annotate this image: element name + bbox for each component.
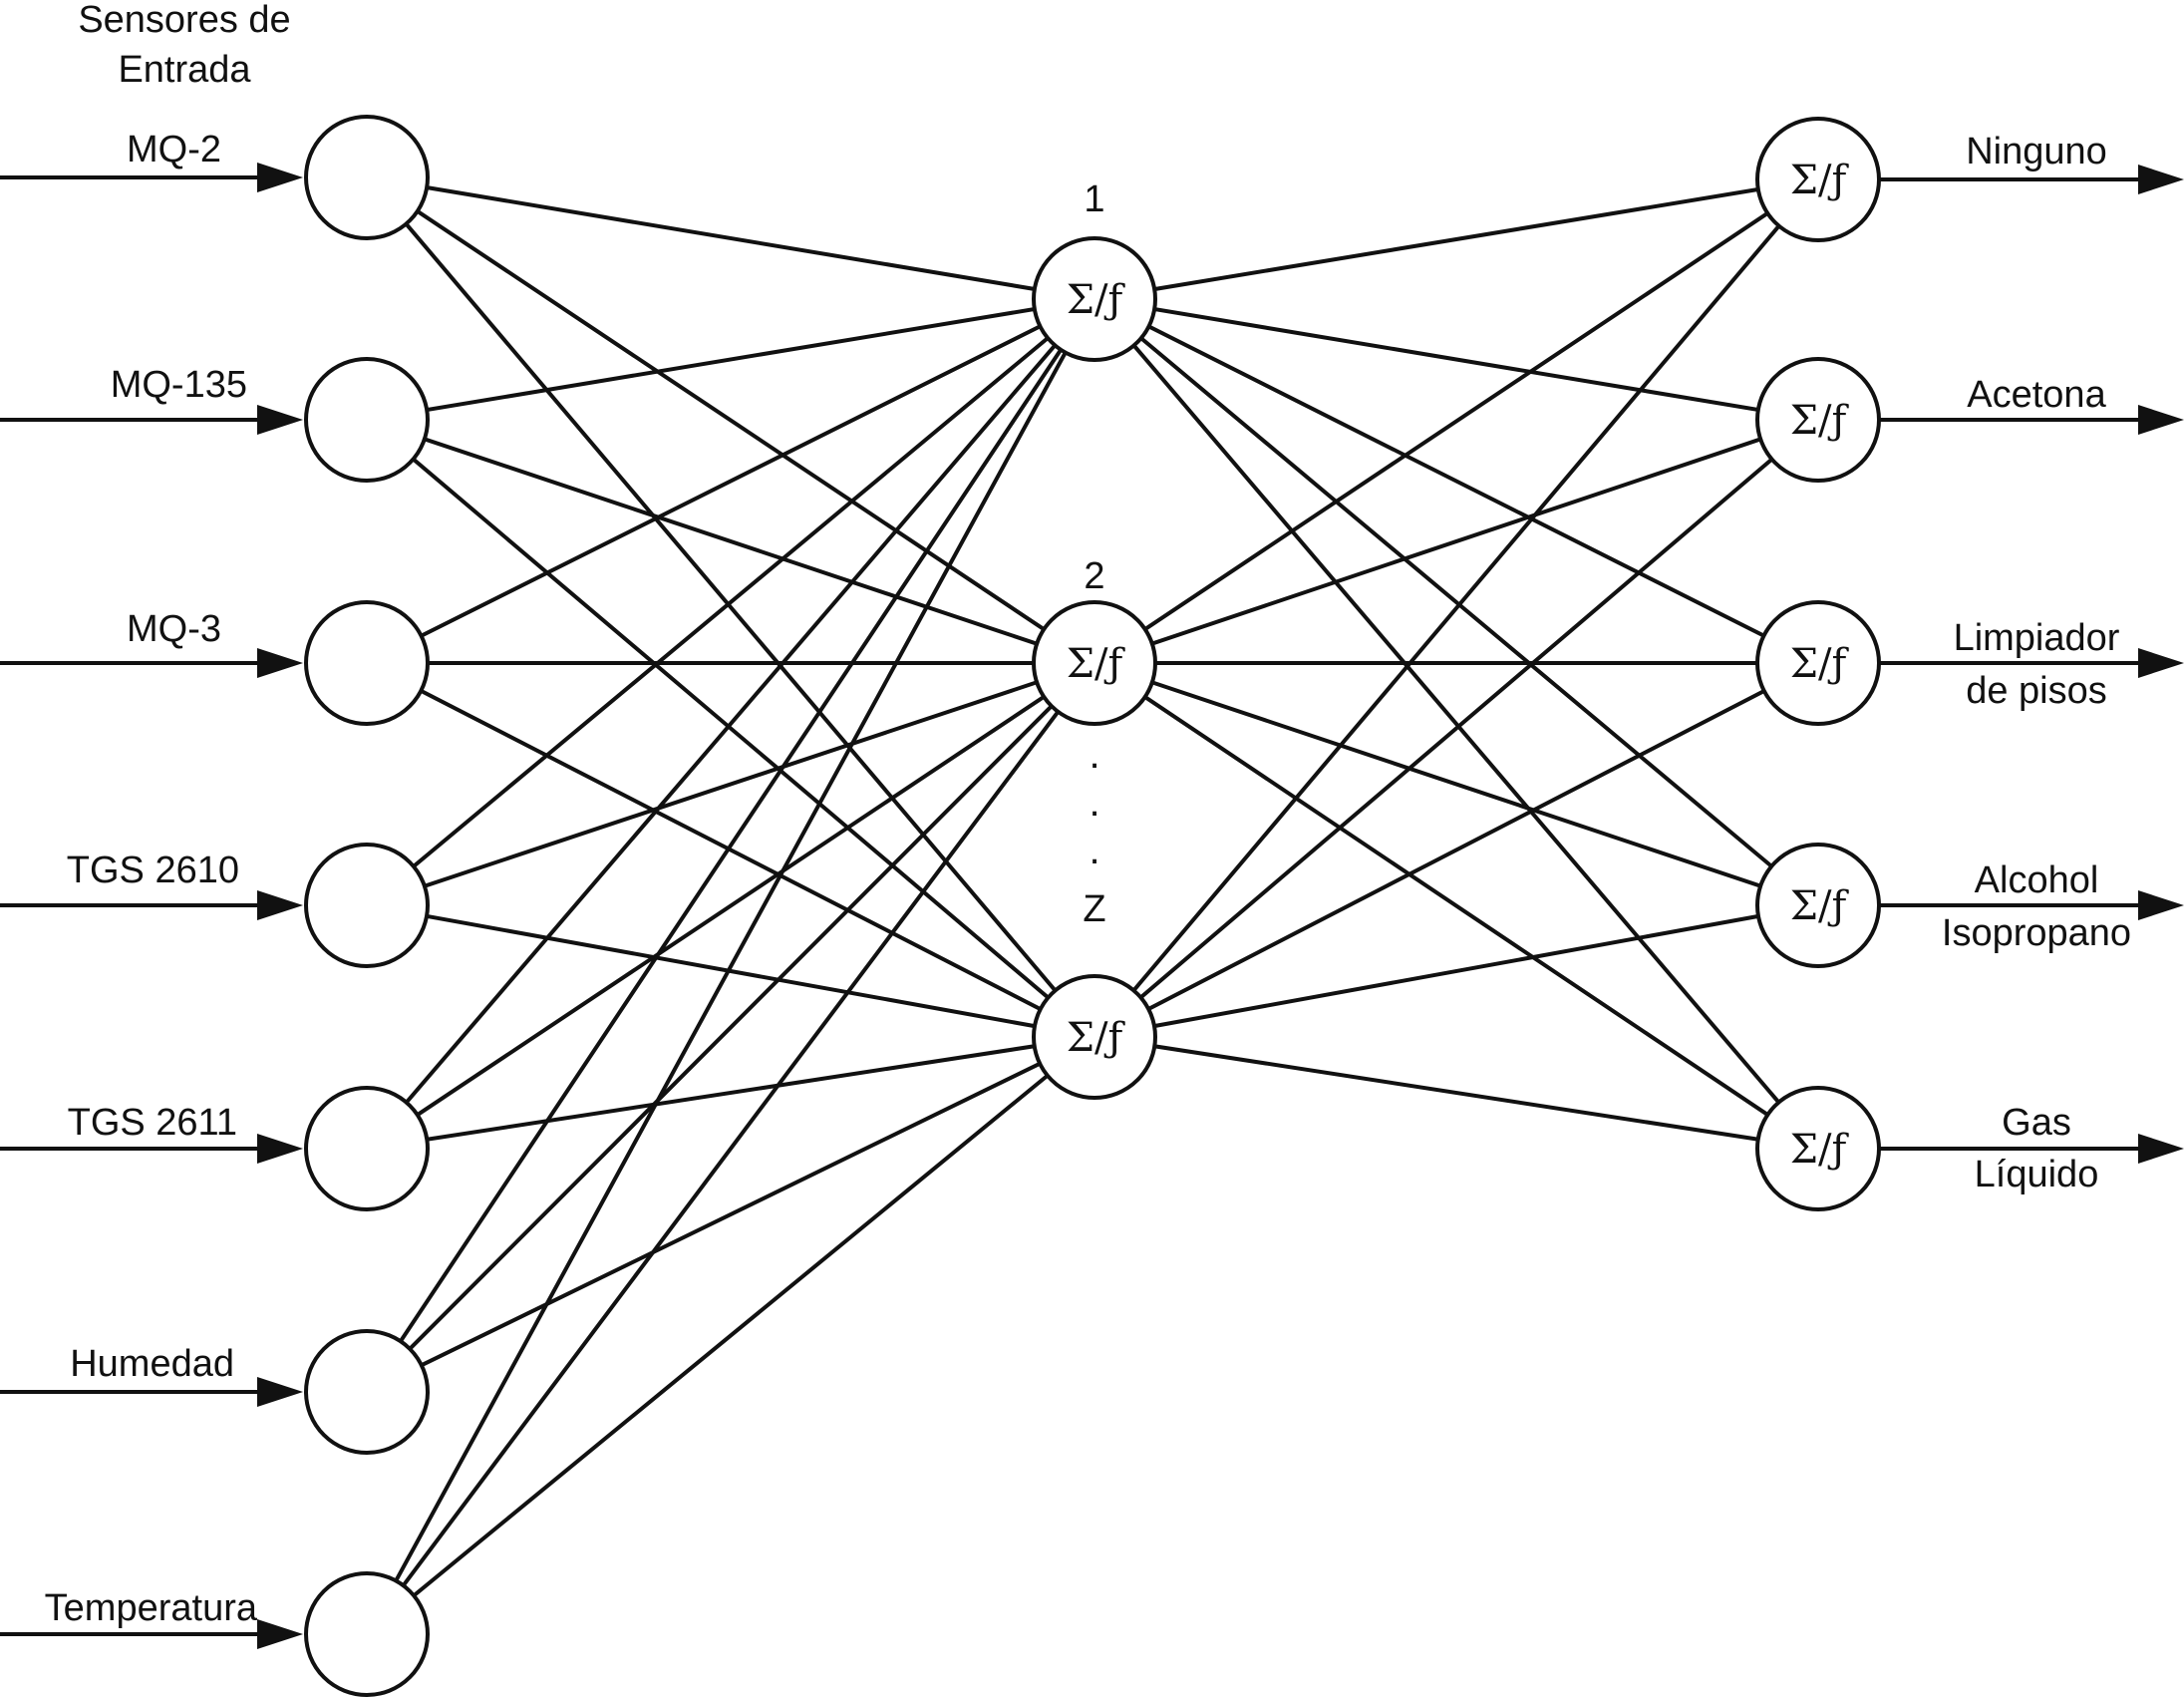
input-node-5 — [304, 1086, 430, 1211]
connection-input4-hidden2 — [366, 661, 1095, 907]
connection-hidden2-output1 — [1092, 177, 1820, 665]
output-node-symbol: Σ/ƒ — [1790, 641, 1850, 687]
input-arrowhead-icon — [257, 1134, 303, 1164]
connection-hidden3-output2 — [1092, 418, 1820, 1039]
input-label: Humedad — [70, 1343, 234, 1385]
output-arrowhead-icon — [2138, 165, 2184, 194]
connection-input1-hidden3 — [365, 175, 1096, 1039]
output-node-symbol: Σ/ƒ — [1790, 158, 1850, 203]
output-node-5 — [1755, 1086, 1881, 1211]
connection-input3-hidden1 — [366, 297, 1095, 665]
output-label: Acetona — [1967, 374, 2106, 416]
output-label: Limpiador — [1954, 617, 2120, 659]
connection-input7-hidden2 — [365, 661, 1096, 1636]
input-label: TGS 2611 — [68, 1102, 237, 1144]
output-label: Isopropano — [1942, 912, 2131, 954]
input-label: TGS 2610 — [67, 849, 239, 891]
connection-hidden2-output4 — [1093, 661, 1819, 907]
output-node-1 — [1755, 117, 1881, 242]
connection-input7-hidden3 — [365, 1035, 1096, 1636]
connection-hidden2-output5 — [1092, 661, 1820, 1151]
hidden-node-1 — [1032, 236, 1157, 362]
hidden-node-3 — [1032, 974, 1157, 1100]
input-arrowhead-icon — [257, 1619, 303, 1649]
connection-input4-hidden3 — [366, 903, 1095, 1039]
nodes: Σ/ƒΣ/ƒΣ/ƒΣ/ƒΣ/ƒΣ/ƒΣ/ƒΣ/ƒ — [304, 115, 1881, 1697]
connection-input4-hidden1 — [365, 297, 1096, 907]
ellipsis-dot: . — [1089, 781, 1099, 825]
connection-hidden1-output5 — [1092, 297, 1820, 1151]
output-label: Alcohol — [1975, 859, 2099, 901]
input-arrowhead-icon — [257, 648, 303, 678]
input-arrowhead-icon — [257, 163, 303, 192]
connection-input2-hidden2 — [366, 418, 1095, 665]
hidden-index-label: 1 — [1084, 178, 1104, 220]
hidden-index-label: Z — [1083, 888, 1105, 930]
output-node-symbol: Σ/ƒ — [1790, 398, 1850, 444]
input-arrowhead-icon — [257, 1377, 303, 1407]
output-label: Gas — [2002, 1102, 2071, 1144]
input-header-line2: Entrada — [118, 49, 251, 91]
connection-hidden3-output5 — [1093, 1035, 1819, 1151]
input-label: MQ-2 — [127, 129, 221, 170]
connection-input1-hidden2 — [365, 175, 1096, 665]
input-header-line1: Sensores de — [78, 0, 290, 41]
input-label: MQ-135 — [111, 364, 247, 406]
output-arrowhead-icon — [2138, 1134, 2184, 1164]
connection-input5-hidden2 — [365, 661, 1096, 1151]
output-arrowhead-icon — [2138, 405, 2184, 435]
output-node-symbol: Σ/ƒ — [1790, 1127, 1850, 1173]
input-arrowhead-icon — [257, 405, 303, 435]
connection-input6-hidden2 — [365, 661, 1096, 1394]
output-arrowhead-icon — [2138, 648, 2184, 678]
hidden-node-symbol: Σ/ƒ — [1067, 277, 1126, 323]
output-node-4 — [1755, 843, 1881, 968]
connection-hidden1-output3 — [1093, 297, 1819, 665]
connection-input1-hidden1 — [366, 175, 1095, 301]
connection-hidden1-output2 — [1093, 297, 1819, 422]
hidden-index-label: 2 — [1084, 555, 1104, 597]
hidden-node-symbol: Σ/ƒ — [1067, 641, 1126, 687]
output-arrowhead-icon — [2138, 890, 2184, 920]
connection-input2-hidden1 — [366, 297, 1095, 422]
input-node-4 — [304, 843, 430, 968]
output-label: de pisos — [1966, 670, 2107, 712]
connection-input5-hidden1 — [365, 297, 1096, 1151]
output-node-2 — [1755, 357, 1881, 483]
connection-hidden2-output2 — [1093, 418, 1819, 665]
input-node-1 — [304, 115, 430, 240]
hidden-node-symbol: Σ/ƒ — [1067, 1015, 1126, 1061]
connection-input6-hidden3 — [366, 1035, 1095, 1394]
connection-hidden1-output4 — [1092, 297, 1820, 907]
connection-hidden3-output1 — [1092, 177, 1820, 1039]
arrows — [0, 163, 2184, 1649]
output-label: Ninguno — [1966, 131, 2107, 172]
input-label: MQ-3 — [127, 608, 221, 650]
connections — [365, 175, 1820, 1636]
input-node-3 — [304, 600, 430, 726]
ellipsis-dot: . — [1089, 829, 1099, 872]
output-node-3 — [1755, 600, 1881, 726]
connection-hidden3-output3 — [1093, 661, 1819, 1039]
connection-input6-hidden1 — [365, 297, 1096, 1394]
output-node-symbol: Σ/ƒ — [1790, 883, 1850, 929]
connection-input3-hidden3 — [366, 661, 1095, 1039]
input-node-2 — [304, 357, 430, 483]
connection-input5-hidden3 — [366, 1035, 1095, 1151]
ellipsis-dot: . — [1089, 733, 1099, 777]
connection-hidden1-output1 — [1093, 177, 1819, 301]
connection-input7-hidden1 — [365, 298, 1096, 1635]
input-arrowhead-icon — [257, 890, 303, 920]
input-node-7 — [304, 1571, 430, 1697]
input-node-6 — [304, 1329, 430, 1455]
hidden-node-2 — [1032, 600, 1157, 726]
connection-input2-hidden3 — [365, 418, 1096, 1039]
input-label: Temperatura — [45, 1587, 258, 1629]
output-label: Líquido — [1975, 1154, 2099, 1195]
connection-hidden3-output4 — [1093, 903, 1819, 1039]
